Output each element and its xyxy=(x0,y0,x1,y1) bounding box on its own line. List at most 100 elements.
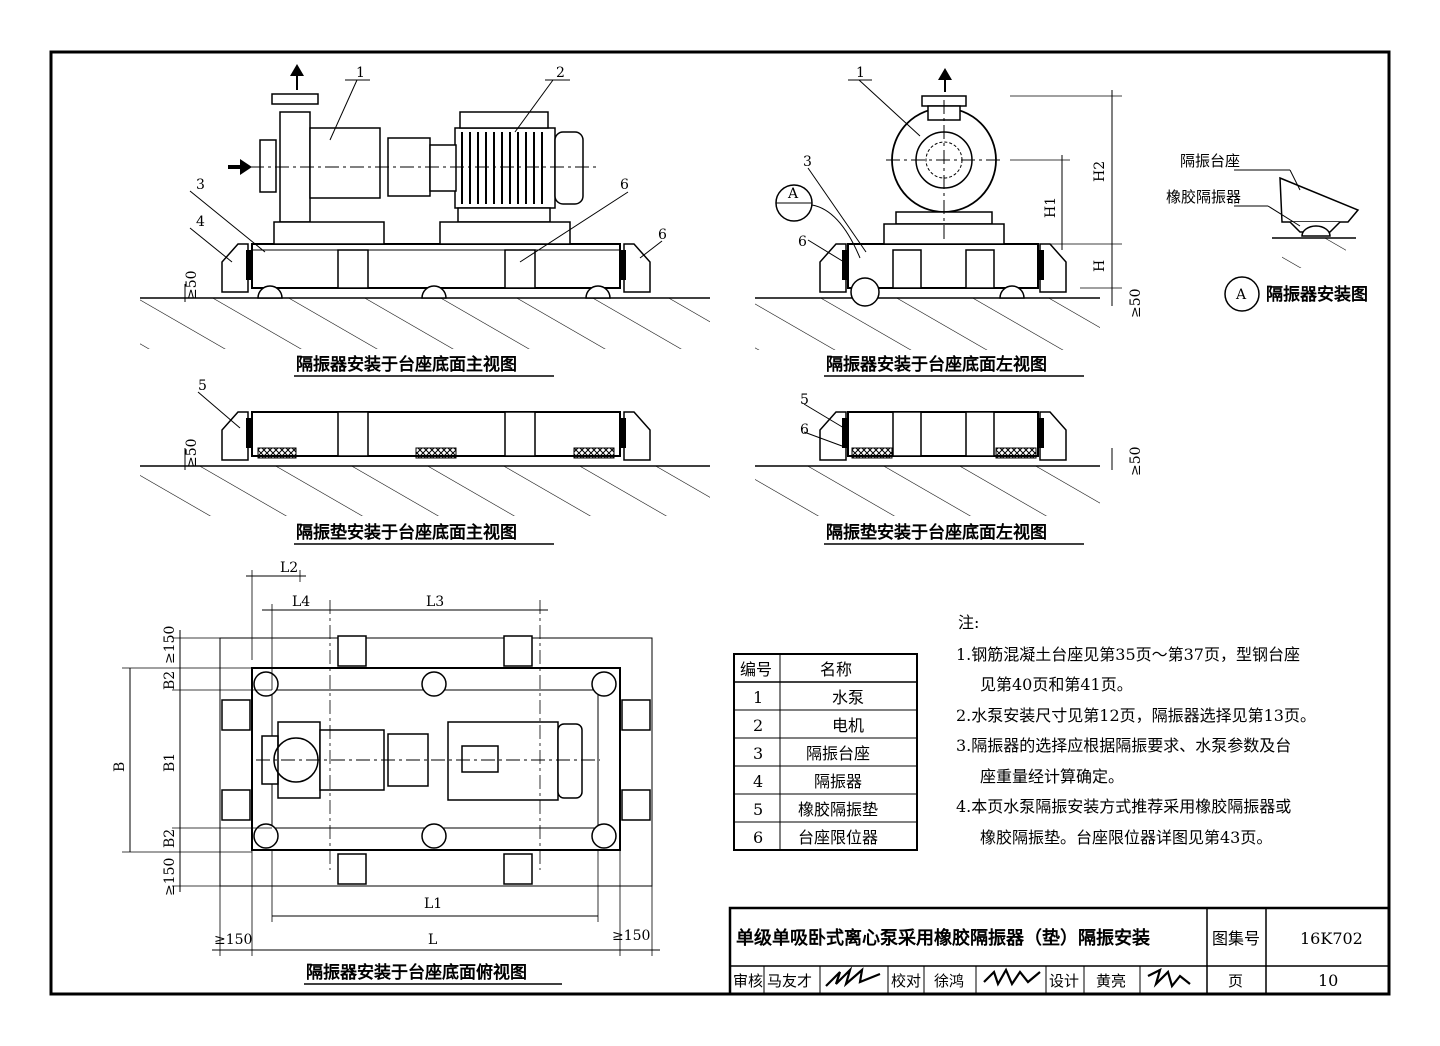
table-cell: 电机 xyxy=(832,716,864,735)
table-cell: 6 xyxy=(753,828,763,847)
table-cell: 橡胶隔振垫 xyxy=(798,800,878,819)
notes-heading: 注: xyxy=(958,613,979,632)
design-label: 设计 xyxy=(1049,972,1079,990)
sheet-border xyxy=(49,50,1391,996)
vibration-base xyxy=(251,243,621,289)
dim-B2: B2 xyxy=(162,829,178,848)
dim-L3: L3 xyxy=(426,594,444,610)
note-line: 橡胶隔振垫。台座限位器详图见第43页。 xyxy=(980,828,1272,847)
callout-6: 6 xyxy=(798,234,807,250)
table-cell: 隔振器 xyxy=(814,772,862,791)
table-cell: 隔振台座 xyxy=(806,744,870,763)
callout-1: 1 xyxy=(856,65,865,81)
callout-3: 3 xyxy=(196,177,205,193)
isolator xyxy=(421,285,447,299)
callout-6: 6 xyxy=(620,177,629,193)
caption-side-isolator: 隔振器安装于台座底面左视图 xyxy=(826,354,1047,375)
table-header-name: 名称 xyxy=(820,660,852,679)
rubber-pad xyxy=(851,447,893,459)
designer-signature xyxy=(1147,967,1191,989)
atlas-number: 16K702 xyxy=(1300,929,1363,948)
table-cell: 台座限位器 xyxy=(798,828,878,847)
table-cell: 1 xyxy=(753,688,763,707)
table-cell: 5 xyxy=(753,800,763,819)
detail-A: 隔振台座 橡胶隔振器 A 隔振器安装图 xyxy=(1166,152,1368,312)
table-cell: 2 xyxy=(753,716,763,735)
detail-marker-A-label: A xyxy=(787,186,799,202)
caption-top-isolator: 隔振器安装于台座底面俯视图 xyxy=(306,962,527,983)
rubber-pad xyxy=(573,447,615,459)
vibration-base xyxy=(847,243,1039,289)
note-line: 1.钢筋混凝土台座见第35页～第37页，型钢台座 xyxy=(956,645,1300,664)
callout-6: 6 xyxy=(658,227,667,243)
dim-L2: L2 xyxy=(280,560,298,576)
dim-ge50: ≥50 xyxy=(184,438,200,468)
note-line: 2.水泵安装尺寸见第12页，隔振器选择见第13页。 xyxy=(956,706,1316,725)
checker-signature xyxy=(983,967,1041,987)
rubber-pad xyxy=(257,447,297,459)
dim-ge150: ≥150 xyxy=(214,932,252,948)
note-line: 4.本页水泵隔振安装方式推荐采用橡胶隔振器或 xyxy=(956,797,1291,816)
ground-hatch xyxy=(755,466,1100,516)
dim-H2: H2 xyxy=(1092,161,1108,182)
isolator xyxy=(585,285,611,299)
caption-front-isolator: 隔振器安装于台座底面主视图 xyxy=(296,354,517,375)
callout-2: 2 xyxy=(556,65,565,81)
callout-1: 1 xyxy=(356,65,365,81)
detail-label-base: 隔振台座 xyxy=(1180,152,1240,170)
dim-H: H xyxy=(1092,260,1108,272)
dim-L4: L4 xyxy=(292,594,310,610)
reviewer-signature xyxy=(825,966,881,988)
note-line: 见第40页和第41页。 xyxy=(980,675,1133,694)
caption-front-pad: 隔振垫安装于台座底面主视图 xyxy=(296,522,517,543)
designer-name: 黄亮 xyxy=(1096,972,1126,990)
table-cell: 水泵 xyxy=(832,688,864,707)
table-header-no: 编号 xyxy=(740,660,772,679)
table-cell: 3 xyxy=(753,744,763,763)
detail-label-isolator: 橡胶隔振器 xyxy=(1166,188,1241,206)
caption-detail-A: 隔振器安装图 xyxy=(1266,284,1368,305)
page-number: 10 xyxy=(1318,971,1338,990)
rubber-pad xyxy=(415,447,457,459)
note-line: 3.隔振器的选择应根据隔振要求、水泵参数及台 xyxy=(956,736,1291,755)
top-view-isolator: L2 L4 L3 L1 L ≥150 ≥150 B B1 B2 B2 ≥150 … xyxy=(112,560,660,985)
ground-hatch xyxy=(755,298,1100,350)
detail-marker-A-circle: A xyxy=(1235,287,1247,303)
callout-5: 5 xyxy=(198,378,207,394)
dim-ge50: ≥50 xyxy=(1128,288,1144,318)
callout-3: 3 xyxy=(803,154,812,170)
atlas-label: 图集号 xyxy=(1212,929,1260,948)
dim-ge150: ≥150 xyxy=(162,626,178,664)
reviewer-name: 马友才 xyxy=(767,972,812,990)
dim-B1: B1 xyxy=(162,753,178,772)
dim-L: L xyxy=(428,932,437,948)
rubber-pad xyxy=(995,447,1037,459)
check-label: 校对 xyxy=(891,972,921,990)
dim-B2: B2 xyxy=(162,671,178,690)
callout-4: 4 xyxy=(196,214,205,230)
drawing-title: 单级单吸卧式离心泵采用橡胶隔振器（垫）隔振安装 xyxy=(736,927,1150,949)
parts-table: 编号 名称 1 水泵 2 电机 3 隔振台座 4 隔振器 5 橡胶隔振垫 6 台… xyxy=(733,653,918,851)
notes: 注: 1.钢筋混凝土台座见第35页～第37页，型钢台座 见第40页和第41页。 … xyxy=(956,613,1316,847)
dim-ge50: ≥50 xyxy=(184,270,200,300)
callout-6: 6 xyxy=(800,422,809,438)
checker-name: 徐鸿 xyxy=(934,972,964,990)
caption-side-pad: 隔振垫安装于台座底面左视图 xyxy=(826,522,1047,543)
dim-L1: L1 xyxy=(424,896,442,912)
base-limiter xyxy=(623,243,651,293)
ground-hatch xyxy=(140,466,710,516)
dim-ge50: ≥50 xyxy=(1128,446,1144,476)
dim-H1: H1 xyxy=(1043,197,1059,218)
dim-B: B xyxy=(112,762,128,772)
dim-ge150: ≥150 xyxy=(612,928,650,944)
front-view-isolator: 1 2 3 4 6 6 ≥50 隔振器安装于台座底面主视图 xyxy=(140,64,710,377)
side-view-pad: 5 6 ≥50 隔振垫安装于台座底面左视图 xyxy=(755,392,1144,545)
callout-5: 5 xyxy=(800,392,809,408)
front-view-pad: 5 ≥50 隔振垫安装于台座底面主视图 xyxy=(140,378,710,545)
base-limiter xyxy=(221,243,249,293)
isolator xyxy=(257,285,283,299)
side-view-isolator: H2 H1 H ≥50 1 3 6 A 隔振器安装于台座底面左视图 xyxy=(755,65,1144,377)
dim-ge150: ≥150 xyxy=(162,858,178,896)
title-block: 单级单吸卧式离心泵采用橡胶隔振器（垫）隔振安装 图集号 16K702 审核 马友… xyxy=(728,906,1391,996)
